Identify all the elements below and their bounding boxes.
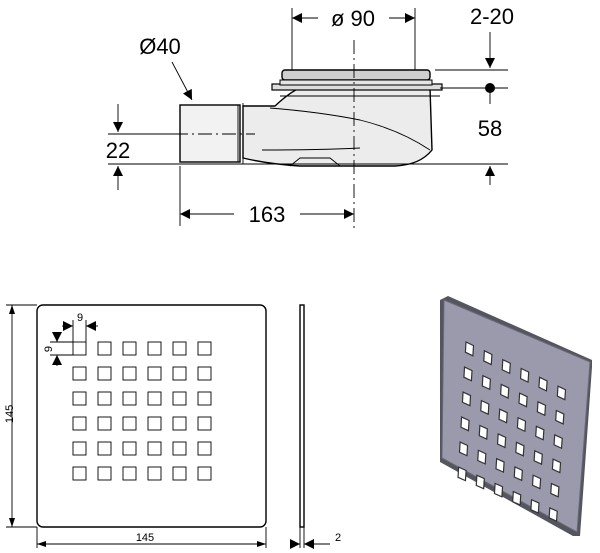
grate-hole	[197, 366, 212, 381]
grate-hole	[97, 366, 112, 381]
grate-hole	[147, 466, 162, 481]
grate-thickness-profile	[299, 304, 305, 528]
grate-hole	[72, 416, 87, 431]
drain-side-view: ø 90 2-20 58 Ø40 22 163	[106, 4, 514, 230]
grate-3d-hole	[519, 367, 530, 384]
grate-3d-hole	[531, 474, 542, 490]
grate-3d-hole	[536, 400, 547, 417]
dim-total-length: 163	[249, 202, 286, 227]
grate-3d-hole	[480, 399, 490, 416]
grate-face	[441, 299, 591, 533]
grate-hole	[147, 366, 162, 381]
grate-hole	[122, 416, 137, 431]
dim-total-height: 58	[478, 116, 502, 141]
grate-3d-hole	[464, 341, 475, 357]
grate-hole	[122, 466, 137, 481]
grate-3d-hole	[457, 466, 467, 482]
grate-hole	[122, 366, 137, 381]
grate-3d-hole	[477, 449, 487, 465]
dim-hole-width: 9	[77, 312, 83, 324]
grate-hole	[122, 341, 137, 356]
grate-3d-hole	[461, 391, 472, 407]
grate-3d-hole	[548, 506, 558, 523]
grate-3d-hole	[555, 409, 565, 425]
grate-hole	[197, 341, 212, 356]
grate-3d-hole	[496, 433, 507, 449]
grate-3d-hole	[463, 366, 473, 382]
outlet-pipe	[179, 104, 241, 163]
grate-front-view: 9 9 145 145	[4, 304, 267, 548]
grate-hole	[97, 466, 112, 481]
grate-hole	[97, 441, 112, 456]
grate-3d-hole	[556, 385, 567, 401]
grate-hole	[197, 466, 212, 481]
grate-3d-hole	[478, 424, 488, 440]
grate-hole	[97, 341, 112, 356]
dim-grate-thickness: 2	[335, 532, 341, 544]
grate-3d-hole	[551, 458, 562, 474]
grate-3d-hole	[516, 416, 527, 433]
grate-3d-hole	[481, 374, 492, 391]
grate-3d-hole	[550, 482, 560, 498]
grate-3d-hole-grid	[457, 341, 567, 523]
grate-hole	[97, 416, 112, 431]
reference-point	[485, 83, 495, 93]
grate-hole	[122, 441, 137, 456]
grate-3d-hole	[553, 433, 563, 450]
dim-outlet-height: 22	[106, 138, 130, 163]
grate-hole	[72, 391, 87, 406]
grate-hole	[97, 391, 112, 406]
grate-hole	[147, 416, 162, 431]
dim-grate-width: 145	[136, 532, 154, 544]
grate-hole	[147, 391, 162, 406]
grate-3d-hole	[475, 474, 485, 490]
grate-hole	[147, 441, 162, 456]
dim-outlet-diameter: Ø40	[139, 34, 181, 59]
grate-hole	[72, 341, 87, 356]
grate-3d-hole	[458, 441, 469, 457]
grate-hole	[72, 441, 87, 456]
grate-hole	[172, 416, 187, 431]
grate-hole-grid	[72, 341, 212, 481]
dim-diameter-top: ø 90	[331, 6, 375, 31]
grate-3d-hole	[535, 425, 545, 441]
drain-top-cover	[281, 69, 431, 81]
grate-3d-hole	[495, 457, 505, 474]
grate-3d-view	[440, 296, 592, 536]
grate-3d-hole	[501, 358, 511, 375]
dim-grate-height: 145	[4, 405, 16, 423]
grate-3d-hole	[498, 408, 508, 424]
grate-3d-hole	[512, 490, 522, 506]
grate-3d-hole	[518, 392, 528, 408]
grate-hole	[122, 391, 137, 406]
grate-3d-hole	[500, 383, 510, 399]
grate-3d-hole	[533, 449, 543, 466]
grate-3d-hole	[515, 441, 525, 457]
grate-3d-hole	[530, 498, 540, 514]
drain-body	[242, 87, 433, 167]
grate-3d-hole	[538, 376, 548, 392]
grate-hole	[197, 416, 212, 431]
grate-outline	[36, 304, 267, 528]
grate-3d-hole	[513, 466, 523, 482]
grate-hole	[172, 441, 187, 456]
grate-hole	[72, 366, 87, 381]
grate-hole	[172, 366, 187, 381]
grate-3d-hole	[460, 416, 470, 432]
grate-hole	[172, 466, 187, 481]
grate-hole	[197, 441, 212, 456]
dim-adjust-range: 2-20	[470, 4, 514, 29]
grate-3d-hole	[493, 482, 504, 498]
grate-hole	[172, 341, 187, 356]
grate-hole	[197, 391, 212, 406]
grate-side-view: 2	[290, 304, 341, 549]
grate-hole	[172, 391, 187, 406]
grate-3d-hole	[483, 349, 493, 366]
dim-hole-height: 9	[43, 346, 55, 352]
grate-hole	[72, 466, 87, 481]
grate-hole	[147, 341, 162, 356]
